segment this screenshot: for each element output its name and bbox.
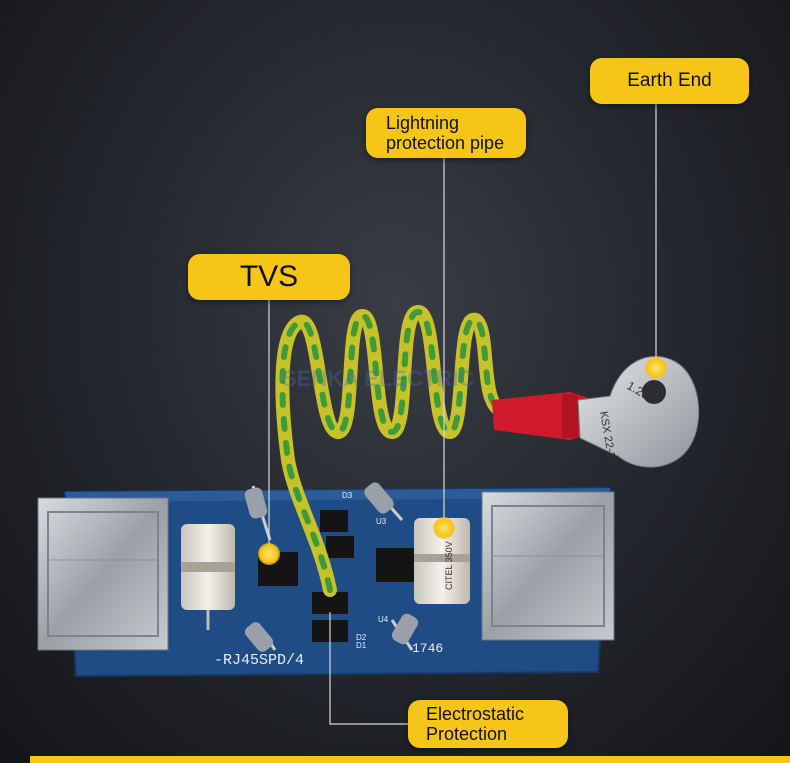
tvs-label: TVS xyxy=(188,254,350,300)
lightning-text-line2: protection pipe xyxy=(386,133,505,153)
esd-text-line1: Electrostatic xyxy=(426,703,525,724)
ref-u4: U4 xyxy=(378,615,389,624)
rj45-jack-left xyxy=(37,497,169,651)
ref-d3: D3 xyxy=(342,491,353,500)
ref-d2: D2 xyxy=(356,633,367,642)
earth-wire-coil xyxy=(275,304,507,597)
ref-u3: U3 xyxy=(376,517,387,526)
earth-end-marker xyxy=(645,357,667,379)
electrostatic-protection-label: Electrostatic Protection xyxy=(408,700,568,748)
tvs-text: TVS xyxy=(239,260,299,294)
earth-end-text: Earth End xyxy=(627,70,712,92)
board-date-code: 1746 xyxy=(412,641,443,656)
tvs-marker xyxy=(258,543,280,565)
lightning-pipe-marker xyxy=(433,517,455,539)
rj45-jack-right xyxy=(481,491,615,641)
earth-end-label: Earth End xyxy=(590,58,749,104)
ring-terminal: 1.25-6 KSX 22-16 xyxy=(492,355,700,468)
gas-discharge-tube-left xyxy=(181,524,235,630)
ref-d1: D1 xyxy=(356,641,367,650)
gas-discharge-tube-right: CITEL 350V xyxy=(414,518,470,604)
bottom-accent-bar xyxy=(30,756,790,763)
callout-lines xyxy=(268,104,657,725)
esd-text-line2: Protection xyxy=(426,724,508,744)
lightning-text-line1: Lightning xyxy=(386,112,460,133)
watermark: SENKA ELECTRIC xyxy=(282,366,474,391)
lightning-protection-label: Lightning protection pipe xyxy=(366,108,526,158)
gdt-marking: CITEL 350V xyxy=(444,541,454,590)
board-model-text: -RJ45SPD/4 xyxy=(214,652,304,669)
